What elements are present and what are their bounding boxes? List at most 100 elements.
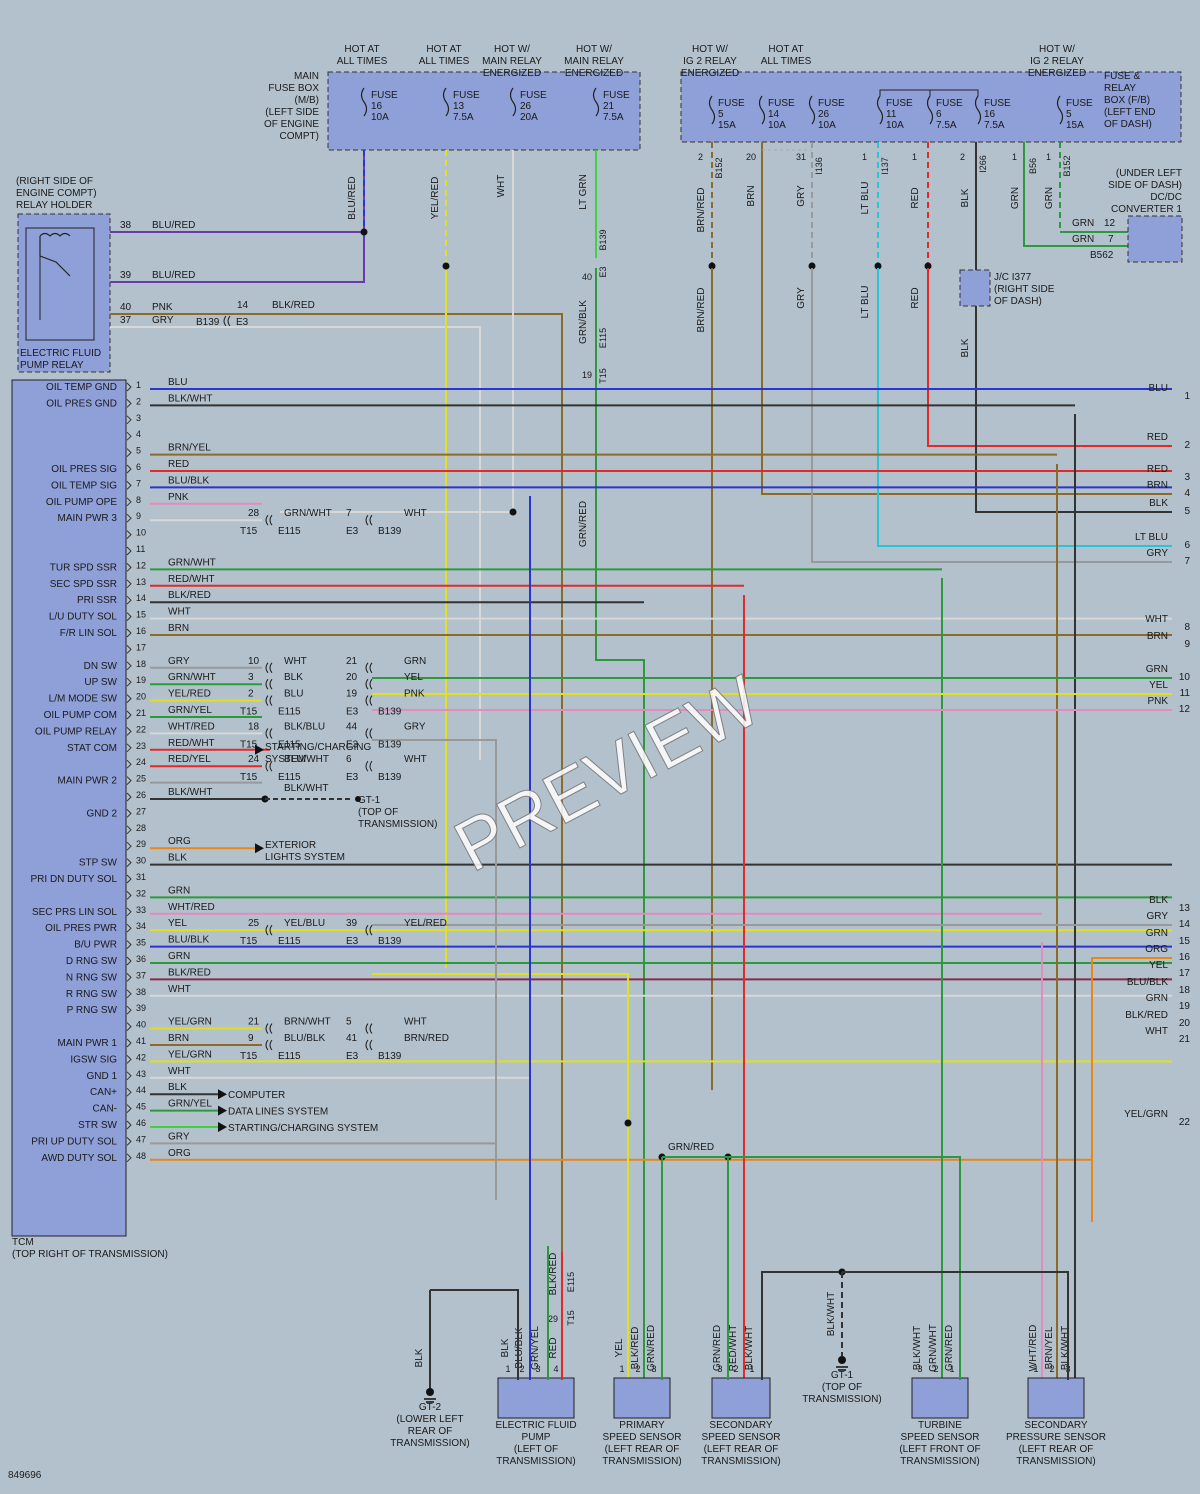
tcm-pin-terminal xyxy=(126,923,132,933)
connector-pin: 3 xyxy=(248,672,254,683)
wire-wht xyxy=(280,150,514,513)
relay-wire-label: BLK/RED xyxy=(272,300,315,311)
fuse-label: FUSE xyxy=(818,98,845,109)
sensor-wire-label: BLK/WHT xyxy=(744,1326,755,1370)
connector-id: B139 xyxy=(378,707,402,718)
sensor-wire-label: RED/WHT xyxy=(728,1325,739,1372)
right-pin-label: 10 xyxy=(1179,672,1191,683)
tcm-pin: 47 xyxy=(136,1134,146,1144)
connector-id: E115 xyxy=(278,707,301,718)
tcm-signal-name: UP SW xyxy=(84,677,117,688)
ground-label: GT-1 xyxy=(831,1370,854,1381)
fuse-icon xyxy=(876,95,884,125)
sensor-wire-label: GRN/RED xyxy=(944,1325,955,1371)
note-label: SYSTEM xyxy=(265,754,306,765)
tcm-signal-name: MAIN PWR 3 xyxy=(58,513,118,524)
fuse-icon xyxy=(509,87,517,117)
wire-pnk-blk-red xyxy=(110,313,563,1380)
sensor-wire-label: BLK/WHT xyxy=(1060,1326,1071,1370)
fuse-relay-box-label: OF DASH) xyxy=(1104,119,1152,130)
sensor-pin: 4 xyxy=(553,1364,558,1374)
tcm-signal-name: OIL PRES PWR xyxy=(45,923,117,934)
tcm-pin: 45 xyxy=(136,1102,146,1112)
sensor-pin: 3 xyxy=(535,1364,540,1374)
fuse-label: FUSE xyxy=(984,98,1011,109)
connector-wire-label: YEL xyxy=(404,672,423,683)
fuse-label: 10A xyxy=(371,112,389,123)
connector-symbol xyxy=(265,760,273,772)
connector-wire-label: YEL/BLU xyxy=(284,918,325,929)
tcm-pin: 29 xyxy=(136,839,146,849)
right-wire-label: RED xyxy=(1147,432,1168,443)
fb-wire-label: LT BLU xyxy=(860,286,871,319)
tcm-wire-label: BLU/BLK xyxy=(168,475,209,486)
tcm-pin: 9 xyxy=(136,511,141,521)
tcm-pin: 18 xyxy=(136,659,146,669)
connector-symbol xyxy=(365,662,373,674)
sensor-label: SPEED SENSOR xyxy=(901,1432,980,1443)
relay-box xyxy=(25,227,95,341)
pin-label: 31 xyxy=(796,152,806,162)
connector-wire-label: GRN xyxy=(404,656,426,667)
fb-wire-label: GRN xyxy=(1044,187,1055,209)
tcm-signal-name: STP SW xyxy=(79,858,118,869)
connector-pin: 6 xyxy=(346,754,352,765)
sensor-wire-label: BLK xyxy=(500,1338,511,1357)
fuse-label: 14 xyxy=(768,109,780,120)
connector-wire-label: BRN/WHT xyxy=(284,1017,331,1028)
sensor-label: (LEFT REAR OF xyxy=(704,1444,779,1455)
ground-icon xyxy=(355,796,361,802)
sensor-wire-label: RED xyxy=(548,1337,559,1358)
right-wire-label: BLK xyxy=(1149,498,1168,509)
tcm-signal-name: DN SW xyxy=(84,661,118,672)
fb-wire-label: BLK xyxy=(960,338,971,357)
tcm-pin: 48 xyxy=(136,1151,146,1161)
connector-symbol xyxy=(365,728,373,739)
tcm-wire-label: RED/YEL xyxy=(168,754,211,765)
sensor-label: (LEFT REAR OF xyxy=(1019,1444,1094,1455)
wire-red xyxy=(927,268,1172,447)
fuse-label: 16 xyxy=(371,101,383,112)
tcm-pin: 7 xyxy=(136,478,141,488)
pin-label: 29 xyxy=(548,1314,558,1324)
connector-symbol xyxy=(265,924,273,936)
hot-label: ALL TIMES xyxy=(419,56,470,67)
tcm-wire-label: RED/WHT xyxy=(168,574,215,585)
right-pin-label: 14 xyxy=(1179,919,1191,930)
tcm-signal-name: GND 2 xyxy=(86,808,117,819)
connector-pin: 5 xyxy=(346,1017,352,1028)
tcm-pin-terminal xyxy=(126,891,132,900)
tcm-label: (TOP RIGHT OF TRANSMISSION) xyxy=(12,1249,168,1260)
fuse-label: 5 xyxy=(718,109,724,120)
connector-id: T15 xyxy=(240,739,258,750)
tcm-wire-label: WHT/RED xyxy=(168,902,215,913)
connector-pin: 25 xyxy=(248,918,260,929)
connector-id: I136 xyxy=(814,157,824,175)
tcm-pin-terminal xyxy=(126,612,132,621)
connector-wire-label: WHT xyxy=(404,754,427,765)
pin-label: 19 xyxy=(582,370,592,380)
tcm-signal-name: P RNG SW xyxy=(67,1005,118,1016)
tcm-pin-terminal xyxy=(126,382,132,392)
connector-pin: 28 xyxy=(248,508,260,519)
tcm-pin-terminal xyxy=(126,858,132,867)
relay-holder-label: ENGINE COMPT) xyxy=(16,188,97,199)
main-fuse-box-label: (M/B) xyxy=(295,95,319,106)
tcm-signal-name: L/U DUTY SOL xyxy=(49,612,118,623)
note-label: STARTING/CHARGING SYSTEM xyxy=(228,1123,378,1134)
right-wire-label: GRY xyxy=(1147,548,1169,559)
sensor-pin: 1 xyxy=(1033,1364,1038,1374)
main-fuse-box-label: FUSE BOX xyxy=(268,83,319,94)
sensor-label: PRIMARY xyxy=(619,1420,665,1431)
right-pin-label: 9 xyxy=(1184,639,1190,650)
right-pin-label: 13 xyxy=(1179,903,1191,914)
relay-label: ELECTRIC FLUID xyxy=(20,348,101,359)
right-wire-label: YEL xyxy=(1149,680,1168,691)
tcm-pin: 8 xyxy=(136,495,141,505)
hot-label: HOT AT xyxy=(768,44,803,55)
tcm-wire-label: BRN xyxy=(168,623,189,634)
connector-id: B139 xyxy=(378,1051,402,1062)
connector-id: E115 xyxy=(598,328,608,348)
dcdc-label: CONVERTER 1 xyxy=(1111,204,1182,215)
fuse-icon xyxy=(926,95,934,125)
